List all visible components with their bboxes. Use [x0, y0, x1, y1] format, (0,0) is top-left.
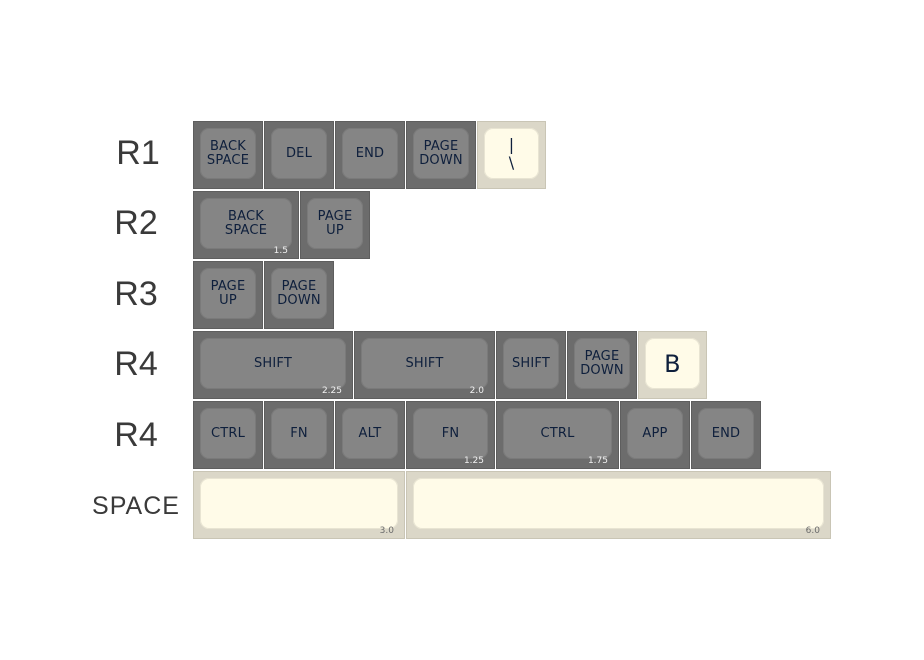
key-size-label: 3.0 — [379, 526, 394, 536]
key-legend: FN — [290, 425, 308, 441]
key-size-label: 1.75 — [587, 456, 608, 466]
key-legend: B — [664, 349, 681, 378]
row-label-r4b: R4 — [114, 416, 158, 454]
key-legend: FN — [441, 425, 460, 441]
key-r1-pipe: | \ — [477, 121, 546, 189]
key-space-30: 3.0 — [193, 471, 405, 539]
row-label-space: SPACE — [92, 492, 180, 520]
key-size-label: 6.0 — [805, 526, 820, 536]
key-r2-backspace: BACK SPACE 1.5 — [193, 191, 299, 259]
key-r4-b: B — [638, 331, 707, 399]
key-r1-end: END — [335, 121, 405, 189]
key-r5-app: APP — [620, 401, 690, 469]
key-legend: CTRL — [540, 425, 575, 441]
key-size-label: 1.5 — [273, 246, 288, 256]
key-legend: PAGE DOWN — [277, 278, 321, 308]
key-size-label: 1.25 — [463, 456, 484, 466]
key-r5-fn: FN — [264, 401, 334, 469]
key-legend: SHIFT — [511, 355, 551, 371]
key-legend: END — [711, 425, 741, 441]
key-r3-pageup: PAGE UP — [193, 261, 263, 329]
row-label-r1: R1 — [116, 134, 160, 172]
key-r4-shift-225: SHIFT 2.25 — [193, 331, 353, 399]
key-r2-pageup: PAGE UP — [300, 191, 370, 259]
key-size-label: 2.25 — [321, 386, 342, 396]
key-legend: BACK SPACE — [224, 208, 268, 238]
key-r4-shift-20: SHIFT 2.0 — [354, 331, 495, 399]
key-legend: END — [355, 145, 385, 161]
key-legend: SHIFT — [405, 355, 444, 371]
key-r5-ctrl: CTRL — [193, 401, 263, 469]
row-label-r4a: R4 — [114, 345, 158, 383]
key-r4-shift: SHIFT — [496, 331, 566, 399]
row-label-r3: R3 — [114, 275, 158, 313]
key-legend: PAGE UP — [210, 278, 246, 308]
key-legend: CTRL — [210, 425, 246, 441]
key-r5-ctrl-175: CTRL 1.75 — [496, 401, 619, 469]
row-label-r2: R2 — [114, 204, 158, 242]
key-r4-pagedown: PAGE DOWN — [567, 331, 637, 399]
key-legend: DEL — [285, 145, 313, 161]
key-r3-pagedown: PAGE DOWN — [264, 261, 334, 329]
key-legend: APP — [642, 425, 668, 441]
key-legend: PAGE DOWN — [580, 348, 624, 378]
key-legend: | \ — [508, 134, 515, 172]
key-legend: PAGE UP — [317, 208, 353, 238]
key-r1-backspace: BACK SPACE — [193, 121, 263, 189]
key-r1-pagedown: PAGE DOWN — [406, 121, 476, 189]
key-r5-fn-125: FN 1.25 — [406, 401, 495, 469]
key-legend: PAGE DOWN — [419, 138, 463, 168]
key-legend: SHIFT — [253, 355, 293, 371]
key-r5-end: END — [691, 401, 761, 469]
key-space-60: 6.0 — [406, 471, 831, 539]
key-r1-del: DEL — [264, 121, 334, 189]
key-legend: ALT — [358, 425, 382, 441]
key-legend: BACK SPACE — [206, 138, 250, 168]
key-size-label: 2.0 — [469, 386, 484, 396]
key-r5-alt: ALT — [335, 401, 405, 469]
